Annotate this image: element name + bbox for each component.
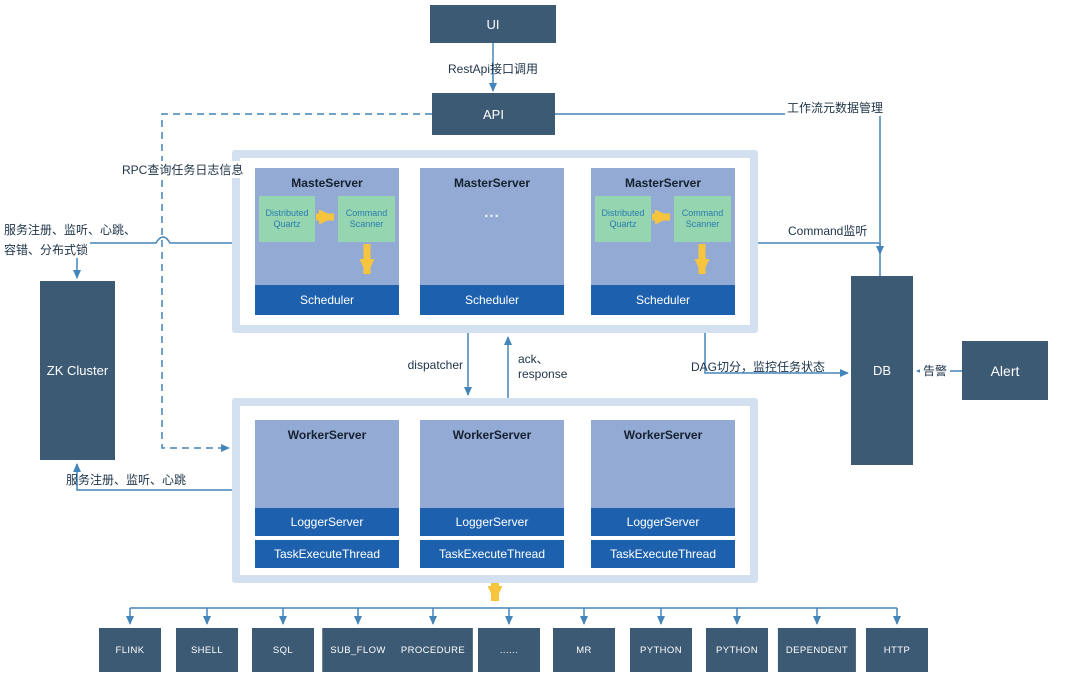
master-server-2: MasterServer ... Scheduler bbox=[420, 168, 564, 315]
task-type-flink: FLINK bbox=[99, 628, 161, 672]
distributed-quartz-box: Distributed Quartz bbox=[595, 196, 651, 242]
worker-server-body: WorkerServer bbox=[420, 420, 564, 508]
worker-server-title: WorkerServer bbox=[623, 428, 703, 442]
master-server-title: MasterServer bbox=[453, 176, 531, 190]
master-server-title: MasteServer bbox=[291, 176, 363, 190]
logger-server-bar: LoggerServer bbox=[420, 508, 564, 536]
task-type-sql: SQL bbox=[252, 628, 314, 672]
task-execute-thread-bar: TaskExecuteThread bbox=[591, 540, 735, 568]
master-cluster: MasteServer Distributed Quartz Command S… bbox=[232, 150, 758, 333]
alert-node: Alert bbox=[962, 341, 1048, 400]
task-type-dependent: DEPENDENT bbox=[777, 628, 857, 672]
master-server-3: MasterServer Distributed Quartz Command … bbox=[591, 168, 735, 315]
edge-label-dispatcher: dispatcher bbox=[407, 358, 463, 372]
worker-server-title: WorkerServer bbox=[452, 428, 532, 442]
arrow-master-to-zk bbox=[73, 236, 232, 279]
ui-node: UI bbox=[430, 5, 556, 43]
edge-label-worker-register: 服务注册、监听、心跳 bbox=[66, 473, 187, 487]
command-scanner-box: Command Scanner bbox=[338, 196, 395, 242]
ellipsis-text: ... bbox=[484, 204, 500, 221]
task-type-python-1: PYTHON bbox=[630, 628, 692, 672]
task-type-python-2: PYTHON bbox=[706, 628, 768, 672]
worker-cluster: WorkerServer LoggerServer TaskExecuteThr… bbox=[232, 398, 758, 583]
edge-label-command-listen: Command监听 bbox=[788, 224, 868, 238]
master-server-1: MasteServer Distributed Quartz Command S… bbox=[255, 168, 399, 315]
task-type-more: ...... bbox=[478, 628, 540, 672]
worker-server-3: WorkerServer LoggerServer TaskExecuteThr… bbox=[591, 420, 735, 568]
edge-label-zk-register-1: 服务注册、监听、心跳、 bbox=[4, 223, 137, 237]
db-node: DB bbox=[851, 276, 913, 465]
task-execute-thread-bar: TaskExecuteThread bbox=[420, 540, 564, 568]
logger-server-bar: LoggerServer bbox=[591, 508, 735, 536]
edge-label-ack-line2: response bbox=[518, 367, 568, 381]
scheduler-bar: Scheduler bbox=[420, 285, 564, 315]
worker-server-body: WorkerServer bbox=[255, 420, 399, 508]
edge-label-alarm: 告警 bbox=[920, 362, 951, 379]
edge-label-ack-line1: ack、 bbox=[518, 352, 549, 366]
edge-label-restapi: RestApi接口调用 bbox=[447, 62, 539, 76]
task-type-subflow: SUB_FLOW bbox=[322, 628, 394, 672]
worker-server-1: WorkerServer LoggerServer TaskExecuteThr… bbox=[255, 420, 399, 568]
worker-server-2: WorkerServer LoggerServer TaskExecuteThr… bbox=[420, 420, 564, 568]
master-server-title: MasterServer bbox=[624, 176, 702, 190]
edge-label-rpc-log: RPC查询任务日志信息 bbox=[120, 161, 246, 178]
api-node: API bbox=[432, 93, 555, 135]
edge-label-dag-monitor: DAG切分，监控任务状态 bbox=[691, 360, 826, 374]
task-execute-thread-bar: TaskExecuteThread bbox=[255, 540, 399, 568]
distributed-quartz-box: Distributed Quartz bbox=[259, 196, 315, 242]
edge-label-workflow-metadata: 工作流元数据管理 bbox=[785, 99, 886, 116]
scheduler-bar: Scheduler bbox=[255, 285, 399, 315]
zk-cluster-node: ZK Cluster bbox=[40, 281, 115, 460]
logger-server-bar: LoggerServer bbox=[255, 508, 399, 536]
task-type-shell: SHELL bbox=[176, 628, 238, 672]
task-type-procedure: PROCEDURE bbox=[392, 628, 474, 672]
scheduler-bar: Scheduler bbox=[591, 285, 735, 315]
task-type-http: HTTP bbox=[866, 628, 928, 672]
task-type-mr: MR bbox=[553, 628, 615, 672]
worker-server-title: WorkerServer bbox=[287, 428, 367, 442]
command-scanner-box: Command Scanner bbox=[674, 196, 731, 242]
worker-server-body: WorkerServer bbox=[591, 420, 735, 508]
edge-label-ack-response: ack、 response bbox=[518, 350, 567, 381]
edge-label-zk-register-2: 容错、分布式锁 bbox=[4, 241, 91, 258]
